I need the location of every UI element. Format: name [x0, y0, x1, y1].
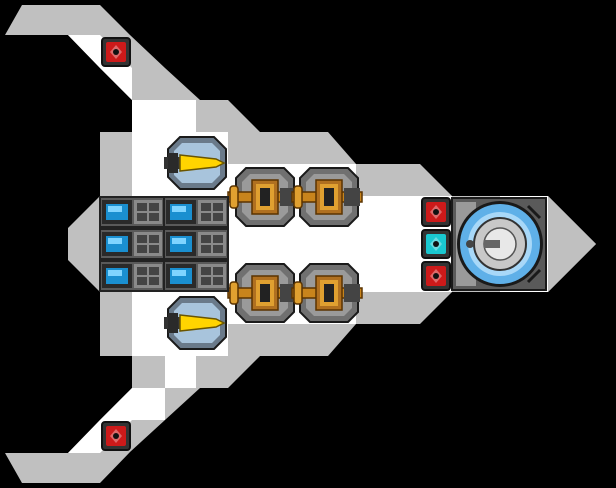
pulse-turret-4[interactable] — [291, 263, 363, 323]
hull-panel — [132, 68, 165, 100]
shield-generator-4[interactable] — [163, 228, 229, 260]
pulse-turret-1[interactable] — [227, 167, 299, 227]
laser-cannon-top[interactable] — [163, 136, 227, 190]
laser-cannon-bottom[interactable] — [163, 296, 227, 350]
pulse-turret-3[interactable] — [227, 263, 299, 323]
shield-generator-2[interactable] — [163, 196, 229, 228]
hull-interior — [68, 35, 452, 453]
hull-panel — [100, 292, 132, 356]
bridge-node-bottom[interactable] — [421, 261, 451, 291]
bridge-node-top[interactable] — [421, 197, 451, 227]
shield-generator-3[interactable] — [99, 228, 165, 260]
hull-panel — [196, 100, 228, 132]
sensor-pod-top[interactable] — [101, 37, 131, 67]
bridge-node-center[interactable] — [421, 229, 451, 259]
sensor-pod-bottom[interactable] — [101, 421, 131, 451]
shield-generator-6[interactable] — [163, 260, 229, 292]
hull-panel — [132, 356, 165, 388]
hull-panel — [196, 356, 228, 388]
command-dome[interactable] — [451, 197, 547, 291]
shield-generator-1[interactable] — [99, 196, 165, 228]
bow-tip — [548, 196, 596, 292]
shield-generator-5[interactable] — [99, 260, 165, 292]
hull-panel — [100, 132, 132, 196]
pulse-turret-2[interactable] — [291, 167, 363, 227]
